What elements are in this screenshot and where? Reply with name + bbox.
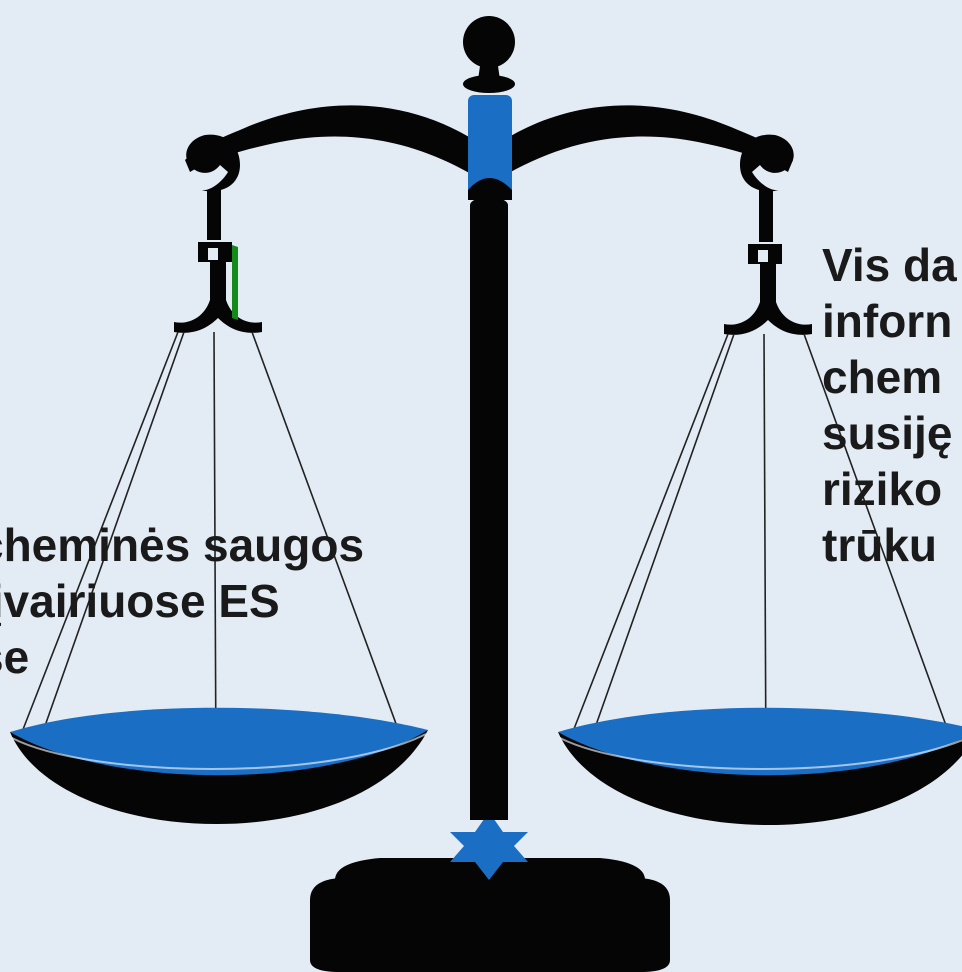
- scale-pillar: [470, 205, 508, 820]
- left-hook: [186, 134, 240, 192]
- left-caption: cheminės saugos įvairiuose ES se: [0, 519, 365, 683]
- left-hanger: [174, 242, 262, 333]
- scale-beam: [185, 105, 793, 185]
- right-caption: Vis da inforn chem susiję riziko trūku: [822, 239, 957, 571]
- right-pan-top: [558, 707, 962, 776]
- scale-base: [310, 878, 670, 972]
- right-hanger: [724, 244, 812, 335]
- right-hook: [740, 134, 794, 192]
- left-strings: [21, 331, 403, 771]
- pillar-star: [450, 812, 528, 880]
- left-pan-top: [10, 707, 428, 776]
- scale-collar: [468, 95, 512, 195]
- scale-finial: [463, 16, 515, 68]
- right-strings: [571, 333, 953, 773]
